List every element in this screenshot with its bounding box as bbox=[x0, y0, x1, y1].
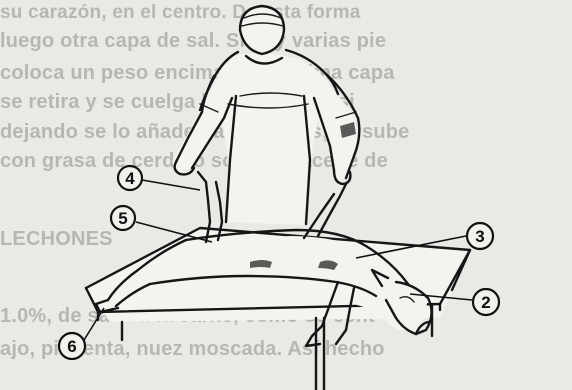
callout-4-label: 4 bbox=[125, 169, 135, 188]
callout-4-leader bbox=[142, 180, 200, 190]
callout-6: 6 bbox=[59, 333, 85, 359]
callout-2: 2 bbox=[473, 289, 499, 315]
callout-5: 5 bbox=[111, 206, 135, 230]
callout-3-label: 3 bbox=[475, 227, 484, 246]
callout-4: 4 bbox=[118, 166, 142, 190]
callout-2-label: 2 bbox=[481, 293, 490, 312]
pig-hoof bbox=[306, 336, 320, 346]
butcher-figure bbox=[172, 6, 359, 225]
callout-5-label: 5 bbox=[118, 209, 127, 228]
callout-6-leader bbox=[84, 308, 104, 340]
callout-6-label: 6 bbox=[67, 337, 76, 356]
callout-3: 3 bbox=[467, 223, 493, 249]
pig-shadow bbox=[250, 260, 272, 268]
